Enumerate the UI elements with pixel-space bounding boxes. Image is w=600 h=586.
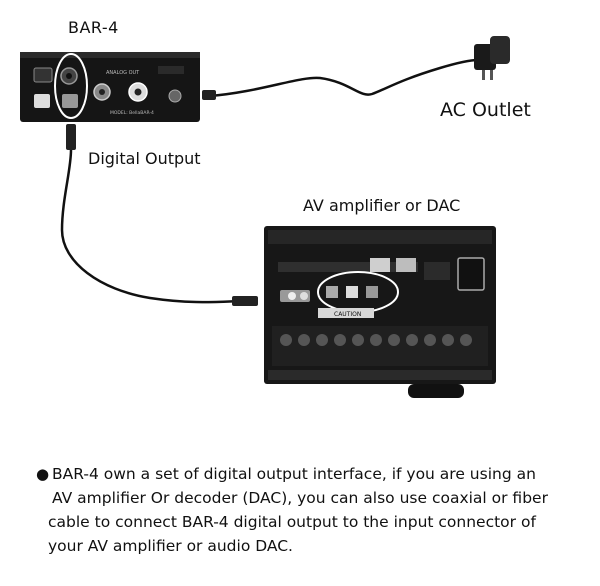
highlight-ring [54,53,88,119]
ac-adapter-icon [474,36,510,80]
power-socket [457,257,485,291]
av-receiver: CAUTION [264,226,496,398]
note-line: BAR-4 own a set of digital output interf… [52,465,536,483]
note-line: cable to connect BAR-4 digital output to… [48,513,536,531]
note-line: AV amplifier Or decoder (DAC), you can a… [52,489,548,507]
device-name-label: BAR-4 [68,18,119,37]
optical-cable [60,126,241,304]
model-text: MODEL: BellaBAR-4 [110,110,154,116]
receiver-label: AV amplifier or DAC [303,196,461,215]
bar4-device: ANALOG OUT MODEL: BellaBAR-4 [20,52,200,122]
dc-plug [202,90,216,100]
optical-plug-device [66,124,76,150]
note-line: your AV amplifier or audio DAC. [48,537,293,555]
digital-output-label: Digital Output [88,149,201,168]
caution-text: CAUTION [334,311,361,318]
bullet-icon: ● [36,465,50,483]
analog-out-text: ANALOG OUT [106,70,140,76]
ac-outlet-label: AC Outlet [440,99,531,121]
optical-plug-receiver [232,296,258,306]
power-cable [209,58,479,98]
